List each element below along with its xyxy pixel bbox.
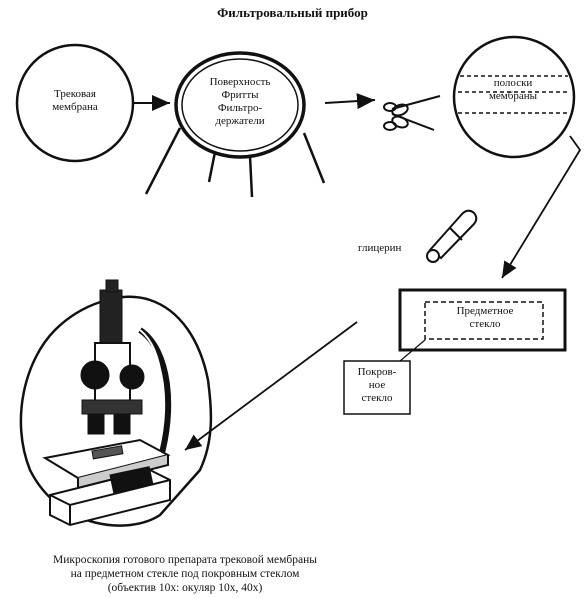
coverslip-label: Покров- ное стекло: [346, 366, 408, 405]
arrow-strips-to-slide: [501, 135, 582, 279]
slide-label-line1: Предметное: [456, 305, 514, 317]
strips-label-line1: полоски: [493, 77, 533, 89]
membrane-label-line2: мембрана: [52, 101, 98, 113]
scissors-icon: [383, 95, 441, 131]
strips-label-line2: мембраны: [488, 90, 538, 102]
filter-device: [144, 51, 326, 198]
arrow-filter-to-scissors: [324, 93, 376, 110]
caption-line2: на предметном стекле под покровным стекл…: [70, 568, 300, 580]
diagram-title: Фильтровальный прибор: [217, 5, 368, 20]
diagram-caption: Микроскопия готового препарата трековой …: [40, 553, 330, 595]
filter-label-line4: держатели: [215, 115, 265, 127]
slide-label-line2: стекло: [469, 318, 501, 330]
strips-label: полоски мембраны: [468, 77, 558, 103]
filter-label: Поверхность Фритты Фильтро- держатели: [192, 76, 288, 128]
coverslip-label-line2: ное: [368, 379, 386, 391]
coverslip-box: [343, 360, 411, 415]
filter-label-line1: Поверхность: [209, 76, 271, 88]
coverslip-label-line1: Покров-: [357, 366, 397, 378]
coverslip-label-line3: стекло: [361, 392, 393, 404]
caption-line3: (объектив 10х: окуляр 10х, 40х): [107, 582, 263, 594]
slide-outer: [398, 288, 567, 352]
membrane-circle: [15, 43, 135, 163]
strip-cut-lines: [458, 75, 570, 114]
arrow-slide-to-microscope: [184, 321, 358, 451]
microscope-illustration: [19, 279, 213, 527]
membrane-label-line1: Трековая: [54, 88, 96, 100]
coverslip-connector: [399, 339, 426, 362]
dropper-icon: [426, 209, 478, 263]
slide-inner-dashed: [424, 301, 544, 340]
filter-label-line3: Фильтро-: [217, 102, 263, 114]
slide-label: Предметное стекло: [430, 305, 540, 331]
filter-label-line2: Фритты: [221, 89, 259, 101]
strips-circle: [452, 35, 576, 159]
glycerin-label: глицерин: [358, 242, 402, 254]
caption-line1: Микроскопия готового препарата трековой …: [52, 554, 317, 566]
membrane-label: Трековая мембрана: [32, 88, 118, 114]
